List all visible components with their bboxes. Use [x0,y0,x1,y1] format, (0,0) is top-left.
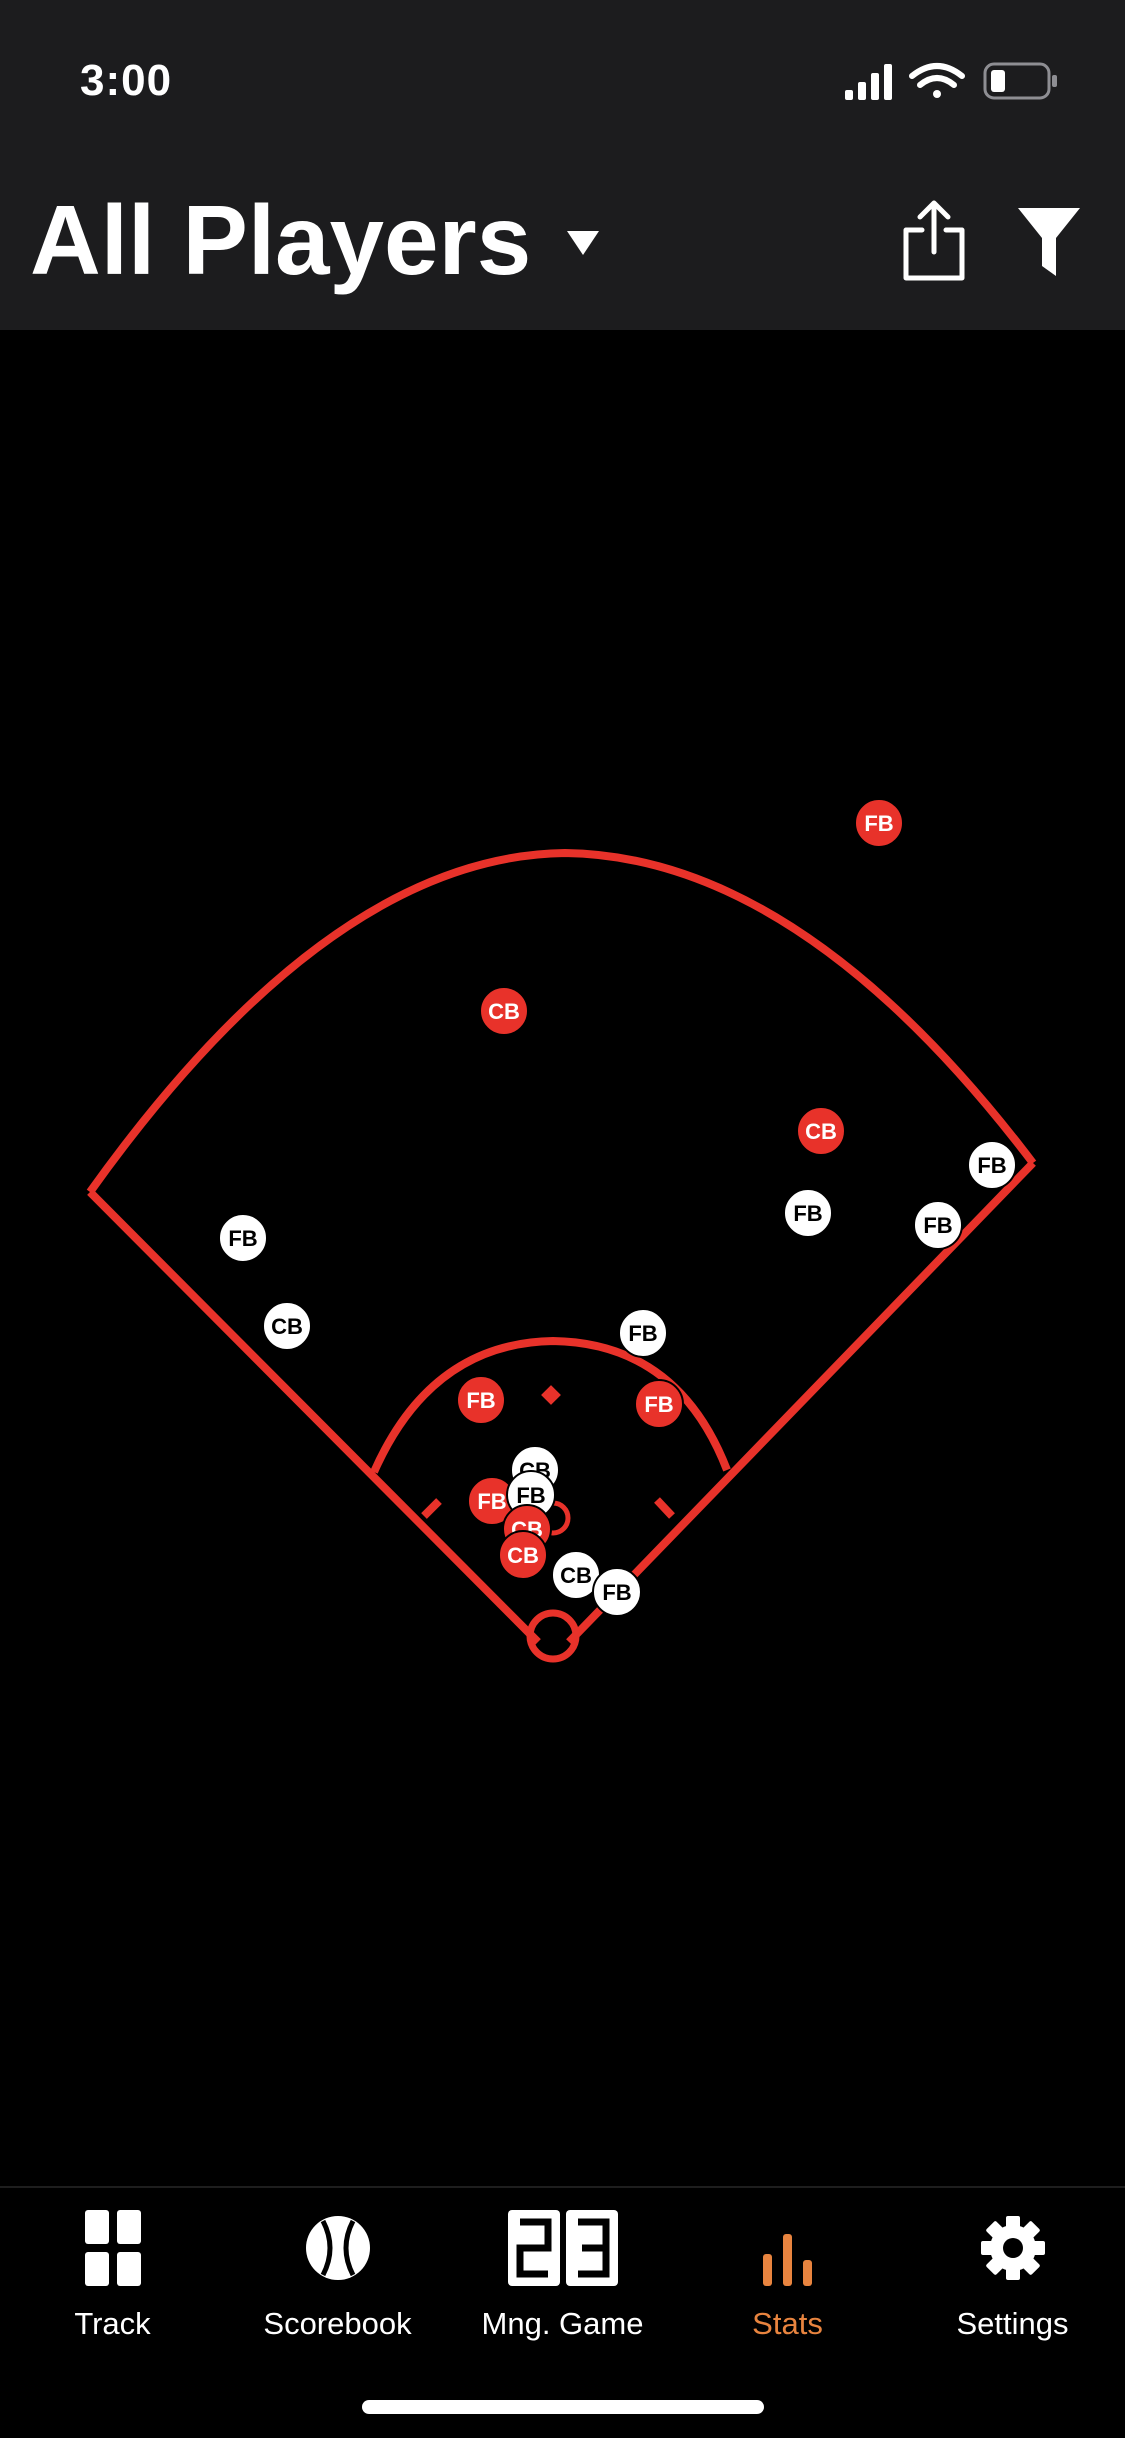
hit-marker-label: FB [644,1392,673,1417]
tab-bar: Track Scorebook Mng. Game Stats [0,2186,1125,2438]
tab-mng-game[interactable]: Mng. Game [450,2208,675,2358]
hit-marker[interactable]: CB [262,1301,312,1351]
title-dropdown[interactable]: All Players [30,180,601,300]
tab-scorebook[interactable]: Scorebook [225,2208,450,2358]
cellular-signal-icon [845,64,892,100]
tab-track[interactable]: Track [0,2208,225,2358]
bar-chart-icon [762,2234,812,2286]
status-icons [845,62,1057,100]
baseball-icon [305,2216,370,2280]
caret-down-icon [567,231,600,255]
hit-marker[interactable]: FB [467,1476,517,1526]
hit-marker[interactable]: CB [498,1530,548,1580]
hit-marker[interactable]: FB [913,1200,963,1250]
hit-marker[interactable]: FB [783,1188,833,1238]
home-indicator [362,2400,764,2414]
hit-marker[interactable]: FB [634,1379,684,1429]
hit-marker-label: FB [516,1483,545,1508]
tab-label: Settings [956,2306,1069,2341]
track-grid-icon [84,2210,141,2286]
tab-label: Scorebook [263,2306,412,2341]
hit-marker-label: FB [923,1213,952,1238]
hit-markers: FBCBCBFBFBFBFBCBFBFBFBCBFBFBCBCBCBFB [218,798,1017,1617]
tab-settings[interactable]: Settings [900,2208,1125,2358]
spray-chart: FBCBCBFBFBFBFBCBFBFBFBCBFBFBCBCBCBFB [0,330,1125,2185]
page-title: All Players [30,185,532,295]
nav-header: 3:00 All Players [0,0,1125,330]
hit-marker-label: FB [977,1153,1006,1178]
baseball-field-diagram: FBCBCBFBFBFBFBCBFBFBFBCBFBFBCBCBCBFB [86,798,1037,1663]
hit-marker-label: FB [477,1489,506,1514]
hit-marker-label: CB [271,1314,303,1339]
home-plate-circle [526,1609,580,1663]
hit-marker[interactable]: FB [218,1213,268,1263]
hit-marker-label: CB [507,1543,539,1568]
hit-marker[interactable]: FB [854,798,904,848]
field-outline [86,849,1037,1663]
third-base-mark [421,1498,442,1519]
infield-arc [370,1337,731,1474]
hit-marker-label: FB [628,1321,657,1346]
hit-marker[interactable]: CB [796,1106,846,1156]
hit-marker-label: CB [560,1563,592,1588]
hit-marker[interactable]: FB [456,1375,506,1425]
hit-marker-label: FB [228,1226,257,1251]
hit-marker[interactable]: CB [551,1550,601,1600]
outfield-fence [86,849,1037,1195]
tab-stats[interactable]: Stats [675,2208,900,2358]
hit-marker-label: CB [488,999,520,1024]
hit-marker[interactable]: FB [618,1308,668,1358]
tab-label: Track [74,2306,151,2341]
hit-marker-label: FB [466,1388,495,1413]
status-time: 3:00 [80,56,173,105]
left-foul-line [87,1189,541,1645]
hit-marker-label: FB [793,1201,822,1226]
scoreboard-icon [507,2210,618,2286]
share-icon[interactable] [902,200,966,282]
hit-marker[interactable]: CB [479,986,529,1036]
filter-icon[interactable] [1016,206,1082,278]
wifi-icon [909,63,965,98]
tab-label: Mng. Game [481,2306,644,2341]
hit-marker[interactable]: FB [967,1140,1017,1190]
second-base [541,1385,561,1405]
first-base-mark [654,1497,675,1519]
hit-marker-label: FB [864,811,893,836]
battery-icon [983,62,1057,100]
hit-marker-label: FB [602,1580,631,1605]
right-foul-line [566,1160,1036,1645]
hit-marker[interactable]: FB [592,1567,642,1617]
hit-marker-label: CB [805,1119,837,1144]
gear-icon [980,2216,1045,2280]
tab-label: Stats [752,2306,823,2341]
